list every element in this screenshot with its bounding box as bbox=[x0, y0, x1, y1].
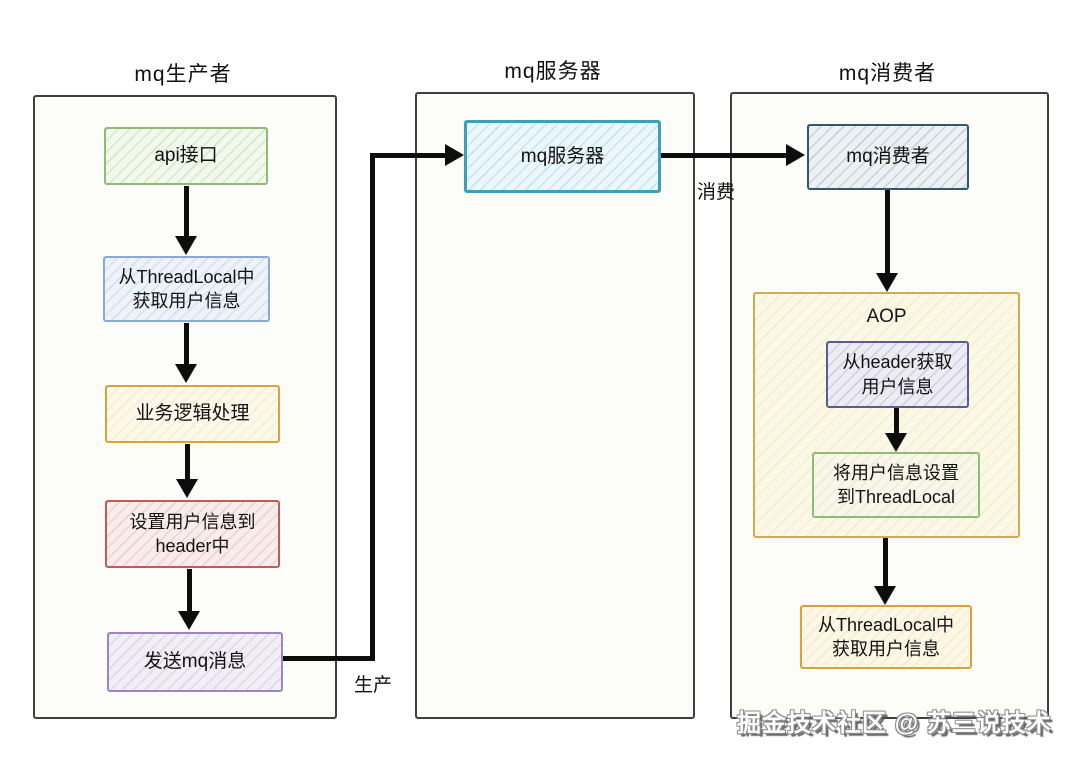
node-set-user-to-threadlocal: 将用户信息设置 到ThreadLocal bbox=[812, 452, 980, 518]
arrow-consumer-to-aop-head-icon bbox=[876, 273, 898, 292]
node-mq-server: mq服务器 bbox=[464, 120, 661, 193]
arrow-setheader-to-sendmq-head-icon bbox=[178, 611, 200, 630]
node-business-logic: 业务逻辑处理 bbox=[105, 385, 280, 443]
node-api-interface-label: api接口 bbox=[154, 145, 218, 167]
arrow-consume-line bbox=[661, 153, 787, 158]
arrow-produce-segment-bottom bbox=[283, 656, 375, 661]
node-send-mq-message-label: 发送mq消息 bbox=[143, 651, 247, 673]
arrow-getheader-to-setthreadlocal-head-icon bbox=[885, 433, 907, 452]
node-get-user-from-header-label: 从header获取 用户信息 bbox=[842, 352, 953, 397]
produce-edge-label: 生产 bbox=[354, 675, 393, 696]
arrow-business-to-setheader-head-icon bbox=[176, 479, 198, 498]
arrow-getthreadlocal-to-business-head-icon bbox=[175, 364, 197, 383]
arrow-aop-to-getthreadlocal-head-icon bbox=[874, 586, 896, 605]
node-get-user-from-threadlocal: 从ThreadLocal中 获取用户信息 bbox=[103, 256, 270, 322]
arrow-produce-segment-vertical bbox=[370, 153, 375, 661]
node-get-user-from-header: 从header获取 用户信息 bbox=[826, 341, 969, 408]
arrow-api-to-getthreadlocal-line bbox=[184, 186, 189, 237]
arrow-getthreadlocal-to-business-line bbox=[184, 323, 189, 365]
node-set-user-to-header: 设置用户信息到 header中 bbox=[105, 500, 280, 568]
arrow-getheader-to-setthreadlocal-line bbox=[894, 408, 899, 434]
node-set-user-to-header-label: 设置用户信息到 header中 bbox=[129, 511, 256, 556]
arrow-aop-to-getthreadlocal-line bbox=[883, 538, 888, 587]
server-lane bbox=[415, 92, 695, 719]
node-send-mq-message: 发送mq消息 bbox=[107, 632, 283, 692]
node-consumer-get-user-from-threadlocal-label: 从ThreadLocal中 获取用户信息 bbox=[817, 614, 955, 659]
arrow-api-to-getthreadlocal-head-icon bbox=[175, 236, 197, 255]
node-business-logic-label: 业务逻辑处理 bbox=[135, 403, 250, 425]
arrow-produce-head-icon bbox=[445, 144, 464, 166]
node-mq-server-label: mq服务器 bbox=[520, 145, 605, 167]
arrow-consumer-to-aop-line bbox=[885, 190, 890, 274]
arrow-setheader-to-sendmq-line bbox=[187, 569, 192, 612]
node-consumer-get-user-from-threadlocal: 从ThreadLocal中 获取用户信息 bbox=[800, 605, 972, 669]
arrow-business-to-setheader-line bbox=[185, 444, 190, 480]
consumer-lane-title: mq消费者 bbox=[838, 62, 937, 85]
consume-edge-label: 消费 bbox=[697, 182, 736, 203]
node-set-user-to-threadlocal-label: 将用户信息设置 到ThreadLocal bbox=[833, 462, 959, 507]
arrow-produce-segment-top bbox=[370, 153, 446, 158]
arrow-consume-head-icon bbox=[786, 144, 805, 166]
server-lane-title: mq服务器 bbox=[504, 60, 602, 83]
node-mq-consumer: mq消费者 bbox=[807, 124, 969, 190]
producer-lane-title: mq生产者 bbox=[134, 63, 232, 86]
node-get-user-from-threadlocal-label: 从ThreadLocal中 获取用户信息 bbox=[118, 266, 255, 311]
node-mq-consumer-label: mq消费者 bbox=[846, 146, 930, 168]
watermark: 掘金技术社区 @ 苏三说技术 bbox=[737, 710, 1052, 737]
node-api-interface: api接口 bbox=[104, 127, 268, 185]
aop-group-title: AOP bbox=[866, 306, 907, 327]
